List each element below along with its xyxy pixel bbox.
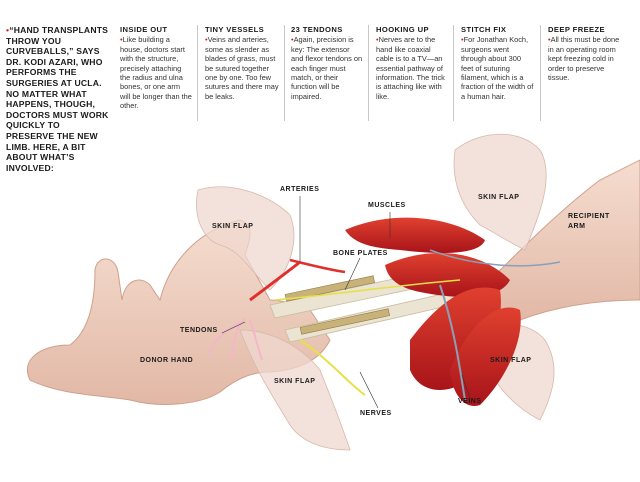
nerve xyxy=(274,279,461,301)
column-text: All this must be done in an operating ro… xyxy=(548,35,620,83)
column-text: Nerves are to the hand like coaxial cabl… xyxy=(376,35,445,101)
label-skin-flap-lower-right: SKIN FLAP xyxy=(490,357,532,364)
muscle-mid xyxy=(385,253,510,297)
tendon xyxy=(231,317,246,361)
column-divider xyxy=(197,25,198,121)
bone-plate-lower xyxy=(299,308,390,335)
bullet-dot: • xyxy=(548,35,551,45)
muscle-lower-2 xyxy=(450,307,521,406)
leader-line-bone-plates xyxy=(344,257,361,291)
label-skin-flap-upper-left: SKIN FLAP xyxy=(212,223,254,230)
intro-quote: •“HAND TRANSPLANTS THROW YOU CURVEBALLS,… xyxy=(6,25,110,173)
info-column-tiny-vessels: TINY VESSELS •Veins and arteries, some a… xyxy=(205,25,279,101)
artery xyxy=(289,258,346,274)
info-column-stitch-fix: STITCH FIX •For Jonathan Koch, surgeons … xyxy=(461,25,535,101)
artery xyxy=(249,260,301,302)
label-veins: VEINS xyxy=(458,398,482,405)
column-divider xyxy=(368,25,369,121)
tendon xyxy=(207,321,241,356)
column-text: Again, precision is key: The extensor an… xyxy=(291,35,363,101)
skin-flap-upper-right xyxy=(453,133,547,251)
bullet-dot: • xyxy=(291,35,294,45)
info-column-inside-out: INSIDE OUT •Like building a house, docto… xyxy=(120,25,192,111)
label-nerves: NERVES xyxy=(360,410,392,417)
bullet-dot: • xyxy=(205,35,208,45)
bullet-dot: • xyxy=(120,35,123,45)
vein xyxy=(439,284,466,401)
intro-text: “HAND TRANSPLANTS THROW YOU CURVEBALLS,”… xyxy=(6,25,109,173)
info-column-hooking-up: HOOKING UP •Nerves are to the hand like … xyxy=(376,25,448,101)
column-text: Veins and arteries, some as slender as b… xyxy=(205,35,279,101)
column-text: Like building a house, doctors start wit… xyxy=(120,35,192,111)
bullet-dot: • xyxy=(6,25,10,35)
skin-flap-lower-left xyxy=(239,329,351,451)
muscle-upper xyxy=(345,217,485,253)
label-skin-flap-upper-right: SKIN FLAP xyxy=(478,194,520,201)
bullet-dot: • xyxy=(376,35,379,45)
bullet-dot: • xyxy=(461,35,464,45)
column-title: INSIDE OUT xyxy=(120,25,168,34)
column-divider xyxy=(453,25,454,121)
column-title: 23 TENDONS xyxy=(291,25,343,34)
tendon xyxy=(249,319,263,361)
leader-line-tendons xyxy=(221,321,246,334)
column-divider xyxy=(284,25,285,121)
vein xyxy=(429,249,561,267)
column-title: DEEP FREEZE xyxy=(548,25,606,34)
label-arteries: ARTERIES xyxy=(280,186,320,193)
info-column-23-tendons: 23 TENDONS •Again, precision is key: The… xyxy=(291,25,363,101)
info-column-deep-freeze: DEEP FREEZE •All this must be done in an… xyxy=(548,25,620,82)
label-tendons: TENDONS xyxy=(180,327,218,334)
label-recipient-arm: RECIPIENT ARM xyxy=(568,213,610,230)
skin-flap-upper-left xyxy=(196,186,295,291)
column-divider xyxy=(540,25,541,121)
column-title: STITCH FIX xyxy=(461,25,507,34)
nerve xyxy=(299,339,366,396)
column-text: For Jonathan Koch, surgeons went through… xyxy=(461,35,534,101)
label-muscles: MUSCLES xyxy=(368,202,406,209)
leader-line-nerves xyxy=(359,371,379,409)
column-title: HOOKING UP xyxy=(376,25,429,34)
column-title: TINY VESSELS xyxy=(205,25,265,34)
label-donor-hand: DONOR HAND xyxy=(140,357,194,364)
label-bone-plates: BONE PLATES xyxy=(333,250,388,257)
label-skin-flap-lower-left: SKIN FLAP xyxy=(274,378,316,385)
leader-line-veins xyxy=(461,374,471,399)
bone-plate-upper xyxy=(284,275,375,302)
